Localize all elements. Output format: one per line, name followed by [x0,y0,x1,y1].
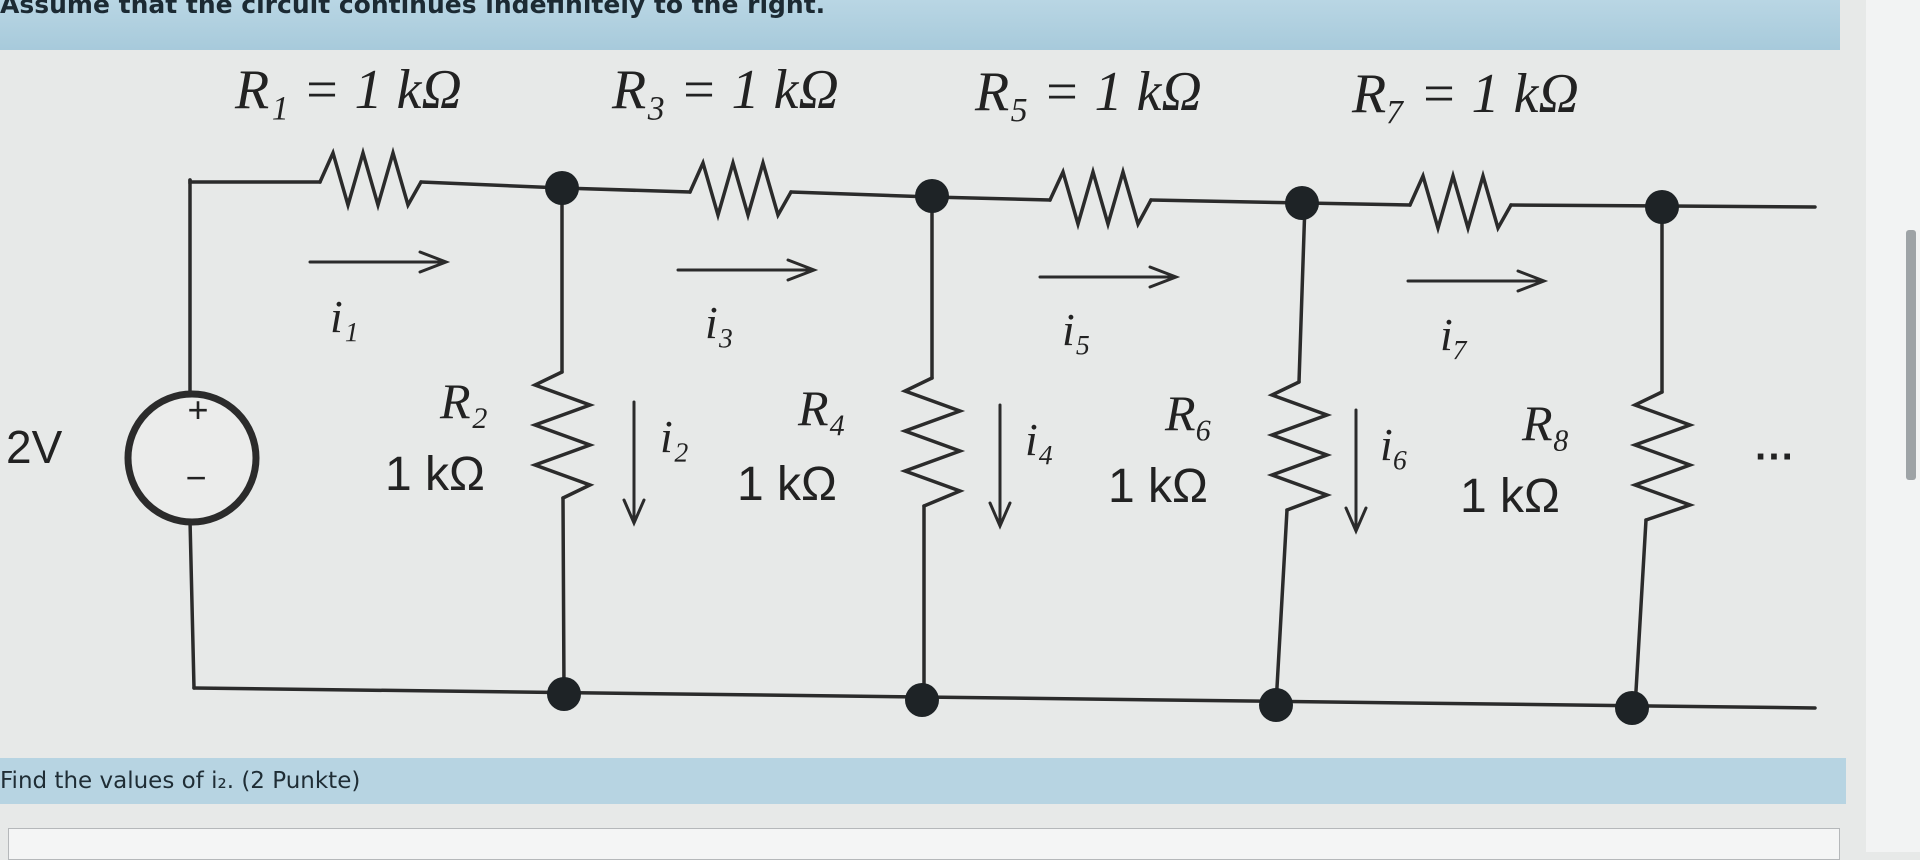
r5-label: R₅ = 1 kΩ [974,61,1202,123]
instructions-banner: Assume that the circuit continues indefi… [0,0,1840,50]
i7-label: i₇ [1440,309,1469,360]
arrow-i2-icon [622,400,646,527]
source-voltage-label: 2V [6,421,63,473]
node-top-2 [915,179,949,213]
i3-label: i₃ [705,297,734,348]
instructions-text: Assume that the circuit continues indefi… [0,0,826,19]
wire-top-3 [560,186,934,199]
i4-label: i₄ [1025,414,1054,465]
source-plus-sign: + [187,389,208,430]
resistor-r7-zigzag [1408,169,1513,235]
arrow-i4-icon [988,403,1012,530]
arrow-i7-icon [1406,269,1549,293]
wire-source-bottom [188,518,196,690]
resistor-r2-zigzag [529,370,596,500]
answer-input[interactable] [8,828,1840,860]
node-bottom-4 [1615,691,1649,725]
question-text: Find the values of i₂. (2 Punkte) [0,768,361,794]
i2-label: i₂ [660,411,689,462]
arrow-i6-icon [1344,408,1368,535]
r1-label: R₁ = 1 kΩ [234,59,462,121]
wire-r6-top [1297,201,1307,384]
arrow-i3-icon [676,258,819,282]
resistor-r8-zigzag [1629,390,1696,522]
wire-top-5 [1303,201,1817,209]
r8-value: 1 kΩ [1460,470,1560,523]
wire-r2-bottom [561,496,566,694]
circuit-diagram: + − 2V R₁ = 1 kΩ R₃ = 1 kΩ R₅ = 1 kΩ R₇ … [6,59,1817,725]
node-bottom-2 [905,683,939,717]
scrollbar-thumb[interactable] [1906,230,1916,480]
resistor-r5-zigzag [1048,165,1153,231]
resistor-r3-zigzag [688,156,793,222]
wire-bottom [192,686,1817,710]
node-top-4 [1645,190,1679,224]
r8-name: R₈ [1521,395,1570,451]
wire-r6-bottom [1274,508,1289,707]
node-top-3 [1285,186,1319,220]
wire-top-4 [930,195,1307,205]
wire-top-2 [419,180,564,190]
i5-label: i₅ [1062,304,1091,355]
arrow-i5-icon [1038,265,1181,289]
r4-value: 1 kΩ [737,458,837,511]
resistor-r6-zigzag [1266,380,1333,512]
source-minus-sign: − [185,457,206,498]
voltage-source-icon [124,390,260,526]
i1-label: i₁ [330,291,359,342]
resistor-r1-zigzag [318,146,423,212]
r7-label: R₇ = 1 kΩ [1351,63,1579,125]
r6-value: 1 kΩ [1108,460,1208,513]
banner-overlay [0,0,1840,50]
continuation-dots: ··· [1755,435,1795,479]
r4-name: R₄ [797,380,846,436]
i6-label: i₆ [1380,419,1409,470]
r2-name: R₂ [439,373,488,429]
wire-r8-bottom [1633,518,1648,710]
node-bottom-1 [547,677,581,711]
page-scroll-area [1866,0,1920,852]
arrow-i1-icon [308,250,451,274]
r3-label: R₃ = 1 kΩ [611,59,839,121]
r6-name: R₆ [1164,385,1213,441]
node-top-1 [545,171,579,205]
r2-value: 1 kΩ [385,448,485,501]
resistor-r4-zigzag [899,376,966,508]
wire-top-1 [188,178,322,184]
question-bar: Find the values of i₂. (2 Punkte) [0,758,1846,804]
node-bottom-3 [1259,688,1293,722]
